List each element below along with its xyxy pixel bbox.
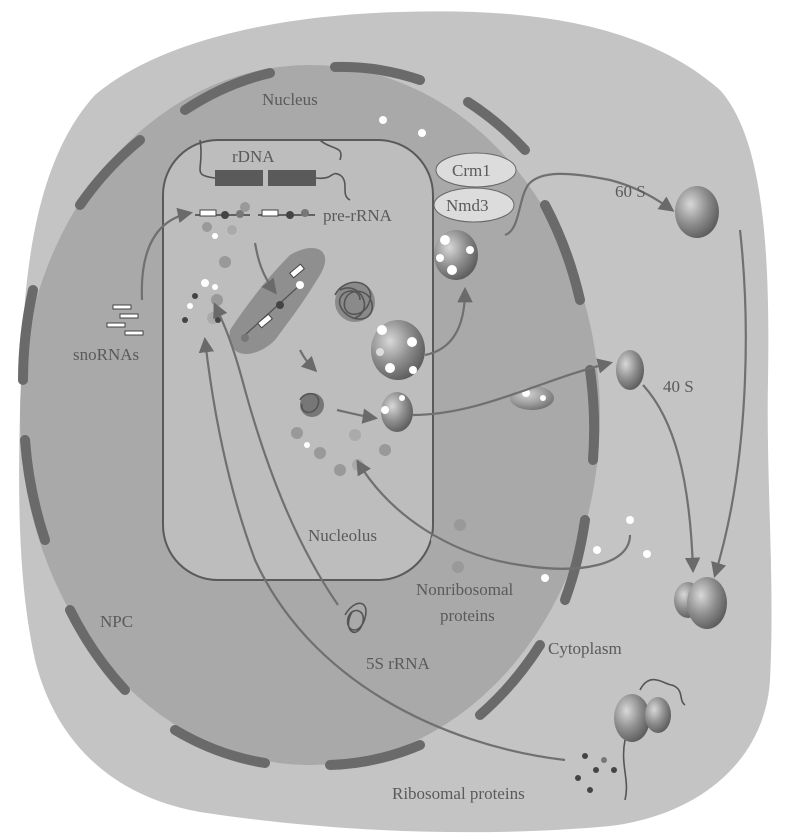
ribosome-in-transit (510, 386, 554, 410)
label-crm1: Crm1 (452, 161, 491, 180)
small-rrna-complex (300, 393, 324, 417)
sixty-s-subunit (675, 186, 719, 238)
label-pre-rrna: pre-rRNA (323, 206, 393, 225)
label-ribosomal-proteins: Ribosomal proteins (392, 784, 525, 803)
pre-60s-particle (371, 320, 425, 380)
pre-40s-particle (381, 392, 413, 432)
label-npc: NPC (100, 612, 133, 631)
label-snornas: snoRNAs (73, 345, 139, 364)
label-nucleus: Nucleus (262, 90, 318, 109)
label-nucleolus: Nucleolus (308, 526, 377, 545)
label-40s: 40 S (663, 377, 694, 396)
tangled-rrna-complex (335, 282, 375, 322)
label-5s-rrna: 5S rRNA (366, 654, 430, 673)
nuclear-dot (418, 129, 426, 137)
exporting-60s-particle (434, 230, 478, 280)
label-proteins: proteins (440, 606, 495, 625)
forty-s-subunit (616, 350, 644, 390)
label-nmd3: Nmd3 (446, 196, 489, 215)
nuclear-dot (379, 116, 387, 124)
label-nonribosomal: Nonribosomal (416, 580, 514, 599)
label-rdna: rDNA (232, 147, 275, 166)
label-60s: 60 S (615, 182, 646, 201)
label-cytoplasm: Cytoplasm (548, 639, 622, 658)
